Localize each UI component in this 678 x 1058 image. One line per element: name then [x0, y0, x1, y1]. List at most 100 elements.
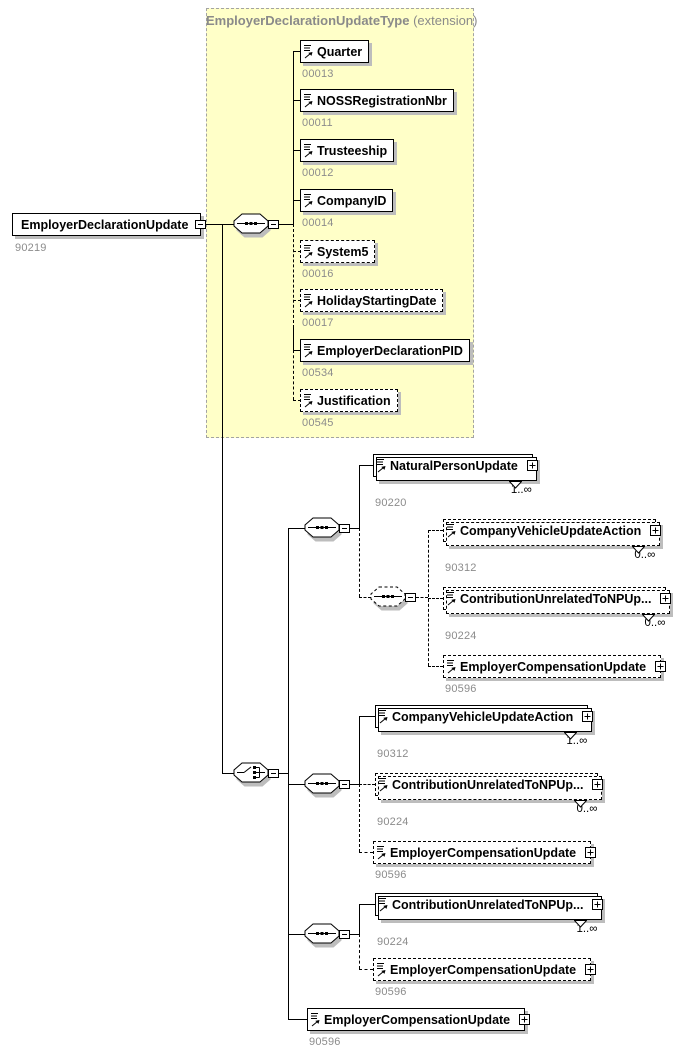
repeat-notch	[573, 917, 589, 928]
collapse-toggle[interactable]	[339, 930, 350, 939]
element-id: 90596	[445, 683, 477, 695]
element-label: NOSSRegistrationNbr	[317, 93, 447, 108]
element-employer-compensation-update[interactable]: EmployerCompensationUpdate 90596	[307, 1008, 531, 1048]
repeat-notch	[573, 797, 589, 808]
connector	[359, 852, 373, 853]
element-id: 00012	[302, 167, 334, 179]
element-label: HolidayStartingDate	[317, 293, 437, 308]
connector	[293, 300, 301, 301]
expand-icon[interactable]	[526, 460, 538, 471]
expand-icon[interactable]	[660, 593, 672, 604]
connector	[293, 200, 301, 201]
element-icon	[446, 658, 459, 676]
element-icon	[303, 43, 316, 61]
expand-icon[interactable]	[592, 899, 604, 910]
connector	[293, 51, 301, 52]
element-employer-compensation-update[interactable]: EmployerCompensationUpdate 90596	[443, 655, 667, 695]
element-company-id[interactable]: CompanyID 00014	[300, 189, 394, 229]
element-label: EmployerDeclarationPID	[317, 343, 463, 358]
collapse-toggle[interactable]	[405, 593, 416, 602]
element-id: 00014	[302, 217, 334, 229]
sequence-icon	[304, 517, 342, 542]
element-label: Quarter	[317, 44, 363, 59]
element-icon	[378, 708, 391, 726]
connector	[193, 224, 235, 225]
element-employer-compensation-update[interactable]: EmployerCompensationUpdate 90596	[373, 841, 597, 881]
element-icon	[303, 243, 316, 261]
element-icon	[303, 342, 316, 360]
element-id: 00017	[302, 317, 334, 329]
element-employer-declaration-pid[interactable]: EmployerDeclarationPID 00534	[300, 339, 470, 379]
expand-icon[interactable]	[655, 661, 667, 672]
element-icon	[446, 522, 459, 540]
connector	[350, 934, 359, 935]
element-id: 90224	[445, 630, 477, 642]
element-id: 90224	[377, 816, 409, 828]
element-label: ContributionUnrelatedToNPUp...	[460, 591, 652, 606]
element-employer-declaration-update[interactable]: EmployerDeclarationUpdate 90219	[12, 213, 207, 254]
element-icon	[376, 457, 389, 475]
element-id: 00534	[302, 367, 334, 379]
element-id: 90312	[377, 748, 409, 760]
collapse-toggle[interactable]	[268, 769, 279, 778]
expand-icon[interactable]	[585, 964, 597, 975]
element-icon	[303, 192, 316, 210]
element-label: System5	[317, 244, 369, 259]
element-quarter[interactable]: Quarter 00013	[300, 40, 370, 80]
element-icon	[378, 896, 391, 914]
connector	[416, 597, 428, 598]
element-label: EmployerDeclarationUpdate	[21, 217, 189, 232]
expand-icon[interactable]	[650, 525, 662, 536]
element-id: 00011	[302, 117, 333, 129]
connector	[359, 528, 360, 597]
element-company-vehicle-update-action[interactable]: CompanyVehicleUpdateAction 1..∞ 90312	[375, 705, 594, 760]
connector	[288, 528, 289, 1019]
connector	[359, 597, 371, 598]
element-id: 90596	[375, 869, 407, 881]
expand-icon[interactable]	[592, 779, 604, 790]
connector	[359, 784, 375, 785]
connector	[288, 784, 305, 785]
element-system5[interactable]: System5 00016	[300, 240, 376, 280]
connector	[359, 784, 360, 852]
element-icon	[303, 92, 316, 110]
element-label: CompanyVehicleUpdateAction	[392, 709, 574, 724]
element-holiday-starting-date[interactable]: HolidayStartingDate 00017	[300, 289, 444, 329]
element-label: ContributionUnrelatedToNPUp...	[392, 777, 584, 792]
collapse-toggle[interactable]	[339, 780, 350, 789]
collapse-toggle[interactable]	[268, 220, 279, 229]
element-natural-person-update[interactable]: NaturalPersonUpdate 1..∞ 90220	[373, 454, 538, 509]
type-suffix: (extension)	[409, 13, 478, 28]
repeat-notch	[563, 729, 578, 740]
element-icon	[303, 392, 316, 410]
connector	[359, 716, 360, 784]
collapse-toggle[interactable]	[195, 220, 207, 229]
element-id: 00013	[302, 68, 334, 80]
element-contribution-unrelated-to-np-update[interactable]: ContributionUnrelatedToNPUp... 1..∞ 9022…	[375, 893, 604, 948]
element-contribution-unrelated-to-np-update[interactable]: ContributionUnrelatedToNPUp... 0..∞ 9022…	[443, 587, 672, 642]
element-contribution-unrelated-to-np-update[interactable]: ContributionUnrelatedToNPUp... 0..∞ 9022…	[375, 773, 604, 828]
connector	[350, 528, 359, 529]
element-label: EmployerCompensationUpdate	[460, 659, 647, 674]
element-employer-compensation-update[interactable]: EmployerCompensationUpdate 90596	[373, 958, 597, 998]
choice-icon	[233, 762, 271, 787]
expand-icon[interactable]	[519, 1014, 531, 1025]
connector	[279, 224, 293, 225]
connector	[350, 784, 359, 785]
connector	[359, 465, 373, 466]
expand-icon[interactable]	[582, 711, 594, 722]
sequence-icon-optional	[370, 586, 408, 611]
connector	[428, 666, 443, 667]
element-id: 00545	[302, 417, 334, 429]
element-company-vehicle-update-action[interactable]: CompanyVehicleUpdateAction 0..∞ 90312	[443, 519, 662, 574]
connector	[293, 100, 301, 101]
element-trusteeship[interactable]: Trusteeship 00012	[300, 139, 395, 179]
element-id: 00016	[302, 268, 334, 280]
element-noss-registration-nbr[interactable]: NOSSRegistrationNbr 00011	[300, 89, 454, 129]
element-justification[interactable]: Justification 00545	[300, 389, 398, 429]
expand-icon[interactable]	[585, 847, 597, 858]
element-icon	[376, 844, 389, 862]
collapse-toggle[interactable]	[339, 524, 350, 533]
element-id: 90220	[375, 497, 407, 509]
